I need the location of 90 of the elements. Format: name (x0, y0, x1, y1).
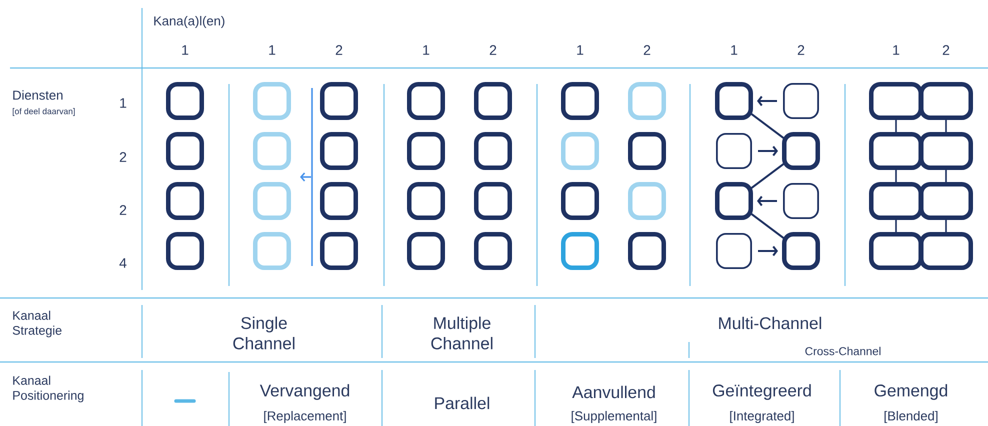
rounded-box (166, 82, 204, 120)
row-number: 2 (120, 205, 126, 215)
row-number: 1 (120, 98, 126, 108)
positioning-label: Geïntegreerd (712, 384, 811, 400)
rounded-box (253, 82, 291, 120)
rounded-box (407, 182, 445, 220)
connector-line (895, 120, 897, 132)
rounded-box (474, 232, 512, 270)
rounded-box (869, 182, 923, 220)
rounded-box (869, 82, 923, 120)
rounded-box (474, 132, 512, 170)
row-number: 2 (120, 152, 126, 162)
rounded-box (628, 132, 666, 170)
rounded-box (561, 82, 599, 120)
arrow (757, 196, 777, 206)
positioning-label: Parallel (435, 396, 490, 410)
rounded-box (919, 82, 973, 120)
column-number: 1 (577, 45, 584, 55)
connector-line (750, 163, 784, 189)
column-number: 1 (423, 45, 430, 55)
column-number: 2 (942, 45, 950, 55)
strategy-label: Single Channel (233, 316, 294, 350)
rounded-box (253, 132, 291, 170)
row-subtitle: [of deel daarvan] (12, 108, 75, 116)
rounded-box (628, 82, 666, 120)
positioning-sublabel: [Replacement] (264, 410, 346, 424)
strategy-label: Multi-Channel (719, 316, 822, 330)
column-number: 1 (269, 45, 276, 55)
rounded-box (166, 132, 204, 170)
positioning-label: Aanvullend (572, 386, 655, 398)
positioning-sublabel: [Integrated] (730, 410, 794, 424)
rounded-box (320, 82, 358, 120)
column-number: 1 (731, 45, 738, 55)
rounded-box (407, 132, 445, 170)
rounded-box (561, 132, 599, 170)
strategy-label: Multiple Channel (431, 316, 492, 350)
rounded-box (783, 183, 819, 219)
positioning-label: Gemengd (874, 384, 948, 400)
row-heading: Kanaal Positionering (13, 376, 84, 402)
rounded-box (919, 232, 973, 270)
rounded-box (166, 232, 204, 270)
column-number: 2 (336, 45, 342, 55)
connector-line (945, 170, 947, 182)
connector-line (895, 220, 897, 232)
rounded-box (320, 182, 358, 220)
rounded-box (716, 233, 752, 269)
connector-line (750, 113, 784, 139)
row-number: 4 (119, 258, 126, 268)
rounded-box (715, 182, 753, 220)
arrow (758, 146, 778, 156)
rounded-box (320, 232, 358, 270)
rounded-box (716, 133, 752, 169)
rounded-box (919, 182, 973, 220)
rounded-box (320, 132, 358, 170)
sub-strategy-label: Cross-Channel (805, 346, 880, 356)
rounded-box (869, 132, 923, 170)
rounded-box (715, 82, 753, 120)
rounded-box (783, 83, 819, 119)
positioning-sublabel: [Blended] (884, 410, 938, 424)
arrow (757, 96, 777, 106)
rounded-box (407, 82, 445, 120)
column-number: 2 (644, 45, 650, 55)
rounded-box (166, 182, 204, 220)
rounded-box (561, 182, 599, 220)
rounded-box (407, 232, 445, 270)
rounded-box (919, 132, 973, 170)
row-heading: Kanaal Strategie (12, 310, 62, 338)
column-number: 1 (182, 45, 188, 55)
row-title: Diensten (13, 90, 62, 100)
positioning-label: Vervangend (260, 384, 350, 400)
rounded-box (782, 132, 820, 170)
rounded-box (628, 182, 666, 220)
rounded-box (474, 182, 512, 220)
rounded-box (253, 232, 291, 270)
connector-line (750, 213, 784, 239)
connector-line (945, 220, 947, 232)
rounded-box (253, 182, 291, 220)
rounded-box (782, 232, 820, 270)
column-number: 2 (798, 45, 804, 55)
positioning-sublabel: [Supplemental] (572, 410, 656, 424)
connector-line (895, 170, 897, 182)
column-number: 1 (893, 45, 900, 55)
rounded-box (628, 232, 666, 270)
connector-line (945, 120, 947, 132)
rounded-box (869, 232, 923, 270)
rounded-box (474, 82, 512, 120)
arrow (758, 246, 778, 256)
axis-title: Kana(a)l(en) (154, 16, 224, 28)
column-number: 2 (490, 45, 496, 55)
rounded-box (561, 232, 599, 270)
